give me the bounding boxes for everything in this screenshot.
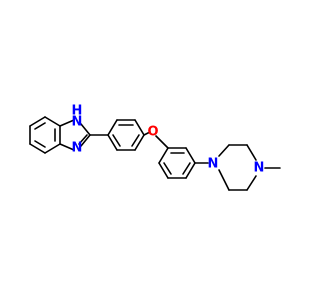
phenylene-ring (107, 119, 145, 151)
piperazine-n1-label: N (208, 157, 219, 172)
imidazole-ring (59, 119, 91, 151)
molecule-canvas: H N N O N N (29, 103, 281, 191)
ether-bond-left (143, 131, 151, 136)
meta-phenylene-ring (158, 147, 196, 179)
nh-nitrogen-label: N (72, 115, 83, 130)
piperazine-n4-label: N (254, 161, 265, 176)
ether-oxygen-label: O (147, 125, 158, 140)
benzo-ring (29, 116, 61, 154)
imine-nitrogen-label: N (72, 141, 83, 156)
nh-hydrogen-label: H (72, 104, 83, 119)
ether-bond-right (155, 135, 169, 149)
piperazine-ring (218, 144, 257, 191)
structure-diagram: H N N O N N (29, 104, 281, 191)
